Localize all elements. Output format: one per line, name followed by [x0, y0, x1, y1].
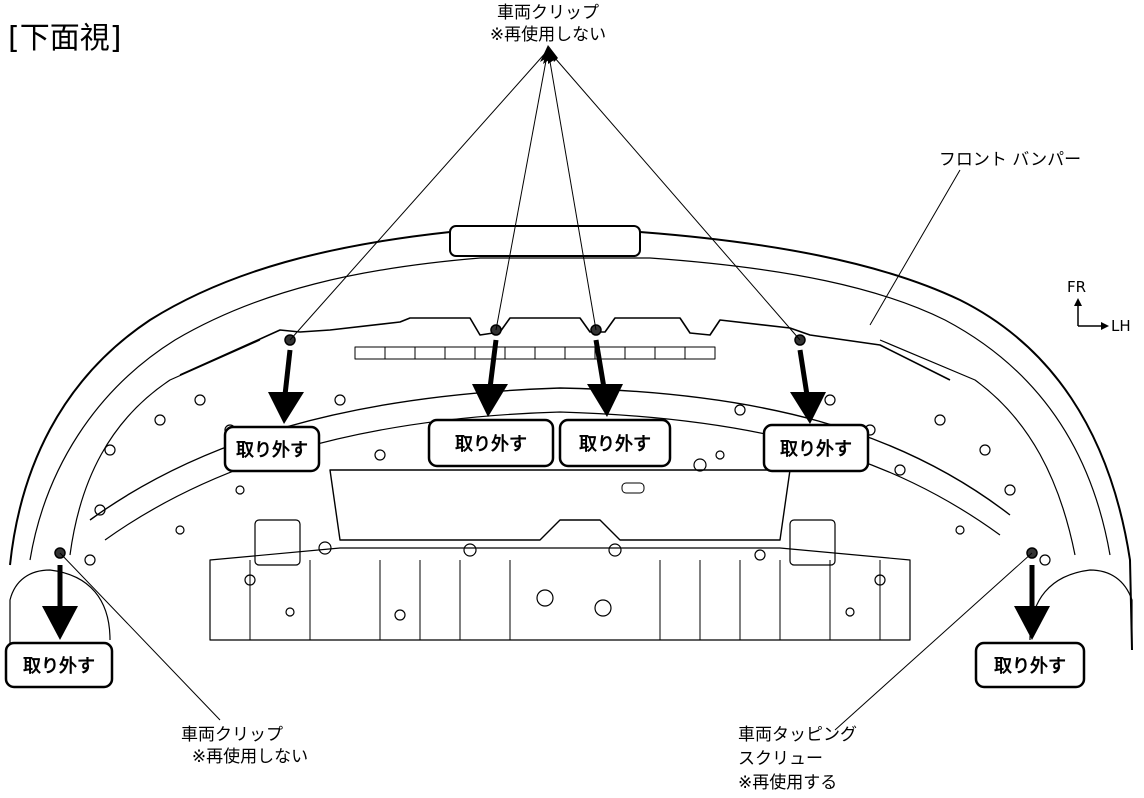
view-title: [下面視]: [8, 21, 121, 56]
action-box-label: 取り外す: [780, 438, 852, 460]
removal-arrow-5: [42, 565, 78, 640]
action-box-2: 取り外す: [427, 418, 555, 468]
orientation-forward-arrowhead: [1074, 298, 1082, 306]
bumper-inner-edge: [29, 257, 1111, 561]
leader-bottom-right: [834, 552, 1033, 731]
bottom-left-clip-label-line2: ※再使用しない: [192, 746, 308, 767]
clip-rib: [179, 317, 951, 381]
under-tray: [329, 469, 791, 541]
action-box-label: 取り外す: [455, 433, 527, 455]
removal-arrows: [42, 339, 1050, 640]
left-bracket: [254, 519, 301, 566]
removal-arrow-3: [587, 339, 623, 417]
top-clip-label-line1: 車両クリップ: [497, 3, 599, 23]
orientation-left-label: LH: [1111, 317, 1131, 335]
left-lower-corner: [9, 569, 111, 650]
lower-crossmember-2: [104, 411, 1001, 541]
leader-top-to-clip-2: [495, 49, 549, 331]
removal-arrow-1: [268, 349, 304, 424]
right-bracket: [789, 519, 836, 566]
leader-arrowheads: [540, 45, 558, 64]
action-box-label: 取り外す: [994, 655, 1066, 677]
orientation-forward-label: FR: [1067, 278, 1086, 296]
action-box-1: 取り外す: [223, 425, 321, 473]
top-clip-label-line2: ※再使用しない: [490, 24, 606, 45]
center-slot: [621, 482, 645, 494]
removal-arrow-6: [1014, 565, 1050, 640]
action-box-6: 取り外す: [974, 641, 1086, 689]
action-box-5: 取り外す: [4, 641, 114, 689]
lower-crossmember: [89, 387, 1011, 521]
under-tray-floor: [209, 547, 911, 641]
orientation-left-arrowhead: [1101, 322, 1109, 330]
front-bumper-label: フロント バンパー: [939, 150, 1081, 170]
bottom-right-screw-label-line3: ※再使用する: [738, 772, 837, 793]
action-box-label: 取り外す: [23, 655, 95, 677]
removal-arrow-2: [472, 339, 508, 417]
bottom-right-screw-label-line2: スクリュー: [738, 749, 823, 769]
action-box-3: 取り外す: [558, 418, 672, 468]
leader-bumper: [869, 169, 961, 326]
right-side-wall: [879, 339, 1076, 556]
struts: [249, 560, 881, 640]
orientation-indicator: FR LH: [1067, 278, 1131, 335]
bottom-right-screw-label-line1: 車両タッピング: [738, 725, 857, 745]
front-bumper-drawing: [9, 225, 1133, 651]
leader-bottom-left: [59, 552, 221, 721]
removal-arrow-4: [790, 349, 826, 424]
leader-top-to-clip-1: [289, 49, 549, 341]
grille-slats: [354, 346, 716, 360]
left-side-wall: [69, 339, 261, 556]
action-box-label: 取り外す: [236, 439, 308, 461]
leader-top-to-clip-4: [547, 49, 801, 341]
bottom-left-clip-label-line1: 車両クリップ: [181, 725, 283, 745]
action-box-label: 取り外す: [579, 433, 651, 455]
action-box-4: 取り外す: [762, 423, 870, 473]
leader-top-to-clip-3: [547, 49, 597, 331]
center-tab: [449, 225, 641, 257]
leader-lines: [59, 49, 1033, 731]
